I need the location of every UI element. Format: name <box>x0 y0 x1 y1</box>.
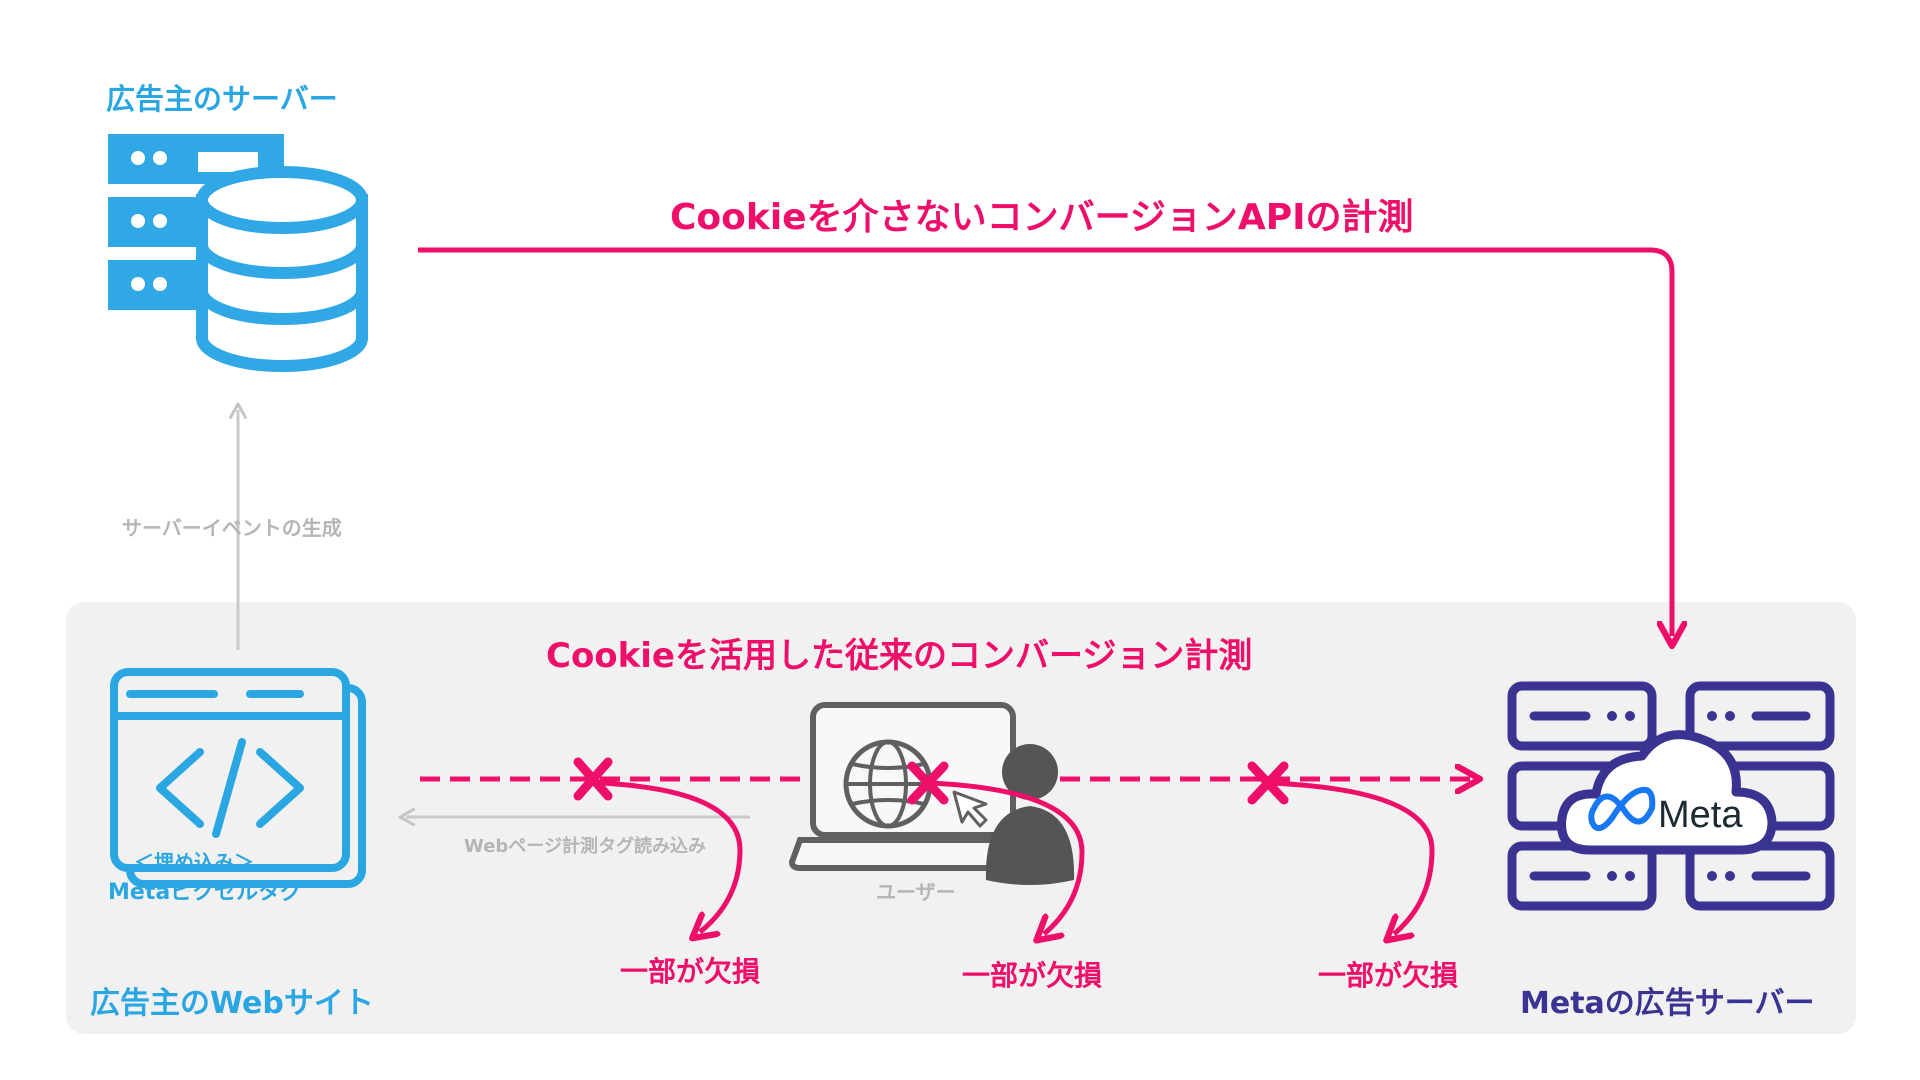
loss-curve-3 <box>1269 780 1435 934</box>
code-browser-icon <box>110 668 366 888</box>
loss-curve-2 <box>929 780 1085 934</box>
loss-x-icon <box>1247 761 1289 805</box>
meta-cloud-server-icon <box>1507 681 1835 911</box>
loss-label-1: 一部が欠損 <box>620 955 761 988</box>
meta-server-label: Metaの広告サーバー <box>1520 986 1815 1021</box>
loss-x-icon <box>907 761 949 805</box>
loss-label-3: 一部が欠損 <box>1318 959 1459 992</box>
website-label: 広告主のWebサイト <box>90 986 374 1021</box>
meta-logo-text: Meta <box>1658 794 1743 836</box>
capi-arrow <box>418 247 1672 636</box>
embed-label: ＜埋め込み＞ <box>134 850 254 874</box>
server-event-label: サーバーイベントの生成 <box>122 516 342 540</box>
capi-label: Cookieを介さないコンバージョンAPIの計測 <box>670 197 1414 238</box>
loss-x-icon <box>573 757 613 801</box>
user-label: ユーザー <box>876 880 956 904</box>
advertiser-server-label: 広告主のサーバー <box>106 82 338 116</box>
pixel-tag-label: Metaピクセルタグ <box>108 880 303 905</box>
loss-curve-1 <box>599 780 743 932</box>
loss-label-2: 一部が欠損 <box>962 959 1103 992</box>
page-load-label: Webページ計測タグ読み込み <box>464 836 706 857</box>
cookie-label: Cookieを活用した従来のコンバージョン計測 <box>546 636 1253 676</box>
server-database-icon <box>108 134 368 372</box>
